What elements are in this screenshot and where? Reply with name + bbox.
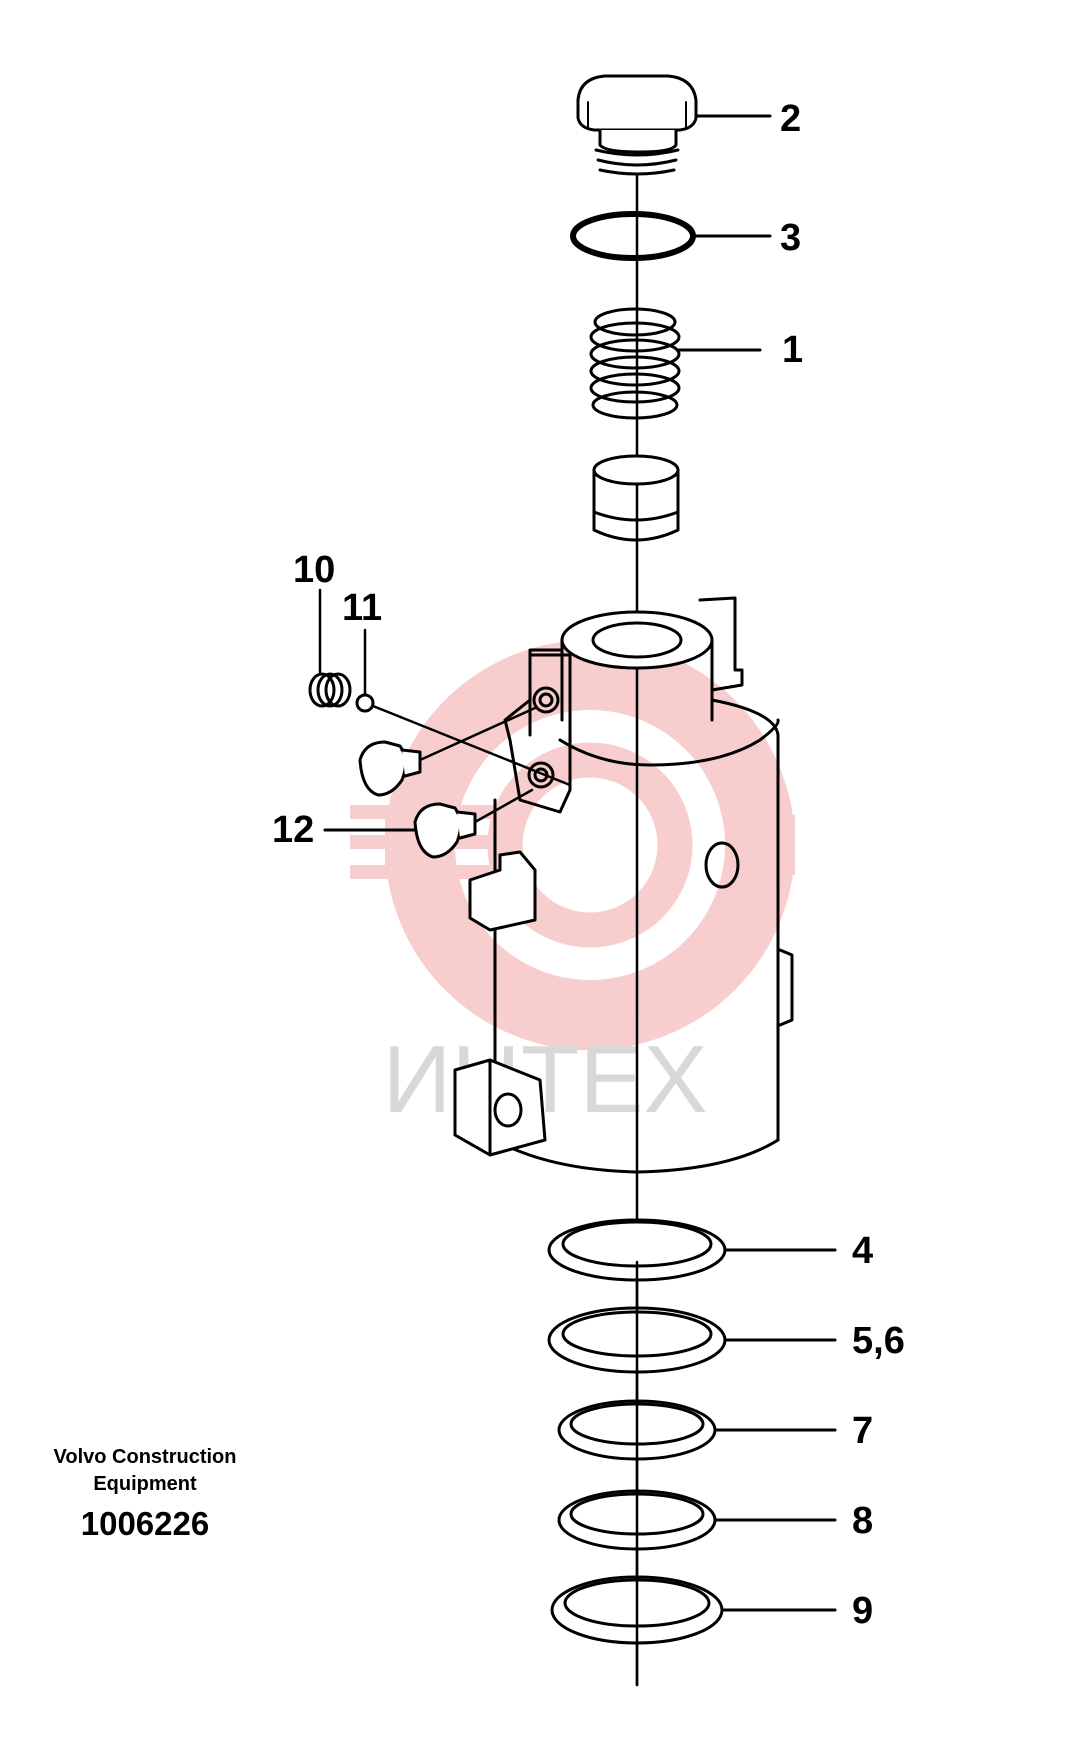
part-3-o-ring [570, 211, 696, 261]
label-4: 4 [852, 1230, 873, 1272]
label-10: 10 [293, 549, 335, 591]
part-12-bolts [323, 706, 537, 859]
label-7: 7 [852, 1410, 873, 1452]
label-1: 1 [782, 329, 803, 371]
label-3: 3 [780, 217, 801, 259]
label-11: 11 [342, 587, 382, 629]
watermark-text: ИНТЕХ [382, 1026, 707, 1133]
part-2-plug [576, 74, 698, 176]
label-5-6: 5,6 [852, 1320, 905, 1362]
label-12: 12 [272, 809, 314, 851]
caption-company-line1: Volvo Construction [53, 1446, 237, 1468]
label-2: 2 [780, 98, 801, 140]
part-1-spring [589, 307, 681, 420]
part-11-ball [355, 628, 572, 787]
label-8: 8 [852, 1500, 873, 1542]
caption-company-line2: Equipment [93, 1473, 197, 1495]
label-9: 9 [852, 1590, 873, 1632]
leader-lines [677, 114, 837, 1612]
part-10-small-plug [308, 588, 352, 708]
caption-diagram-number: 1006226 [80, 1505, 210, 1542]
valve-housing [453, 596, 794, 1174]
sleeve-part [592, 454, 680, 542]
